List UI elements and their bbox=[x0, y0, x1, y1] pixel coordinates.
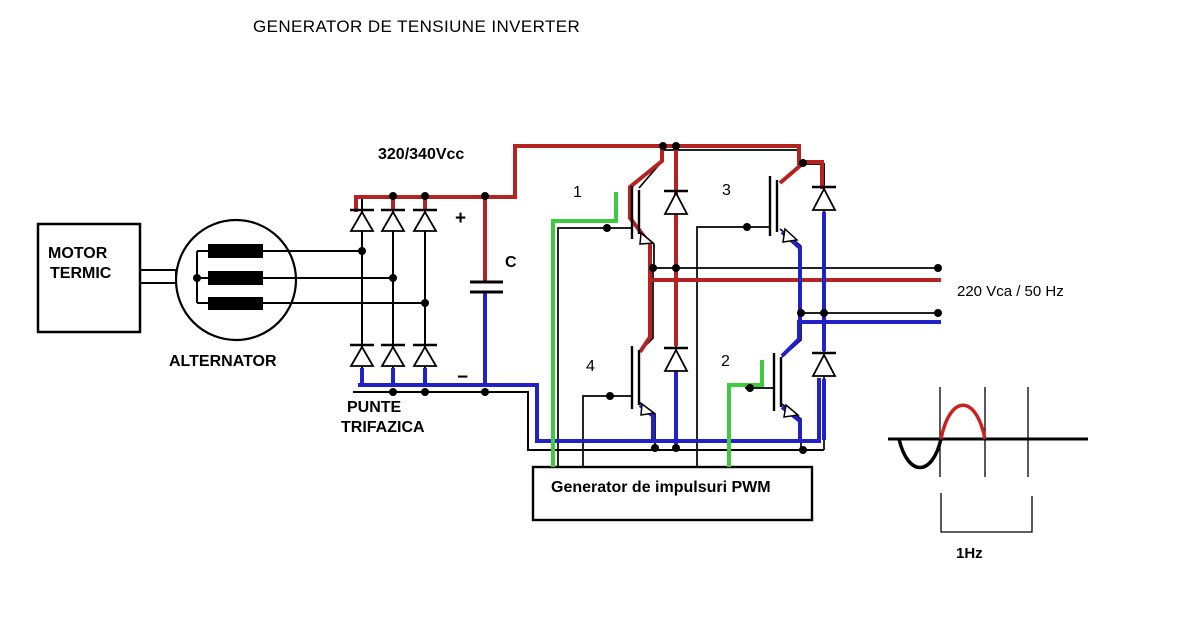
igbt4-label: 4 bbox=[586, 358, 595, 375]
pwm-box bbox=[531, 465, 814, 522]
labels: GENERATOR DE TENSIUNE INVERTER MOTOR TER… bbox=[48, 17, 1064, 562]
gate2-green bbox=[727, 360, 764, 467]
igbt3-icon bbox=[768, 176, 779, 236]
igbt3-label: 3 bbox=[722, 182, 731, 199]
minus-sign: − bbox=[457, 367, 468, 388]
igbt2-icon bbox=[772, 353, 783, 411]
diode-icon bbox=[380, 210, 406, 232]
diode-icon bbox=[412, 210, 438, 232]
leg-a-red-down bbox=[638, 279, 652, 354]
igbt1-icon bbox=[630, 186, 641, 239]
dc-minus-bus bbox=[358, 378, 821, 443]
page-title: GENERATOR DE TENSIUNE INVERTER bbox=[253, 17, 580, 36]
waveform-negative-half bbox=[897, 438, 943, 470]
diode-icon bbox=[663, 191, 689, 215]
inverter-diodes bbox=[663, 185, 837, 377]
igbt2-arrow-icon bbox=[783, 403, 800, 418]
igbt3-wires bbox=[696, 162, 804, 467]
alternator-windings bbox=[208, 244, 263, 310]
diode-icon bbox=[349, 345, 375, 367]
plus-sign: + bbox=[455, 208, 466, 229]
alternator-circle bbox=[174, 218, 298, 342]
rectifier-top-diodes bbox=[349, 208, 438, 232]
period-bracket bbox=[940, 493, 1033, 533]
freq-label: 1Hz bbox=[956, 545, 983, 562]
diode-icon bbox=[663, 348, 689, 372]
igbt1-label: 1 bbox=[573, 184, 582, 201]
diode-icon bbox=[349, 210, 375, 232]
blue-wires bbox=[358, 212, 941, 444]
igbt3-arrow-icon bbox=[782, 227, 799, 243]
igbt1-current-path bbox=[628, 147, 664, 281]
rectifier-bottom-diodes bbox=[349, 343, 438, 367]
pwm-label: Generator de impulsuri PWM bbox=[551, 479, 771, 496]
rectifier-label-line2: TRIFAZICA bbox=[341, 419, 425, 436]
alternator-label: ALTERNATOR bbox=[169, 353, 277, 370]
motor-label-line2: TERMIC bbox=[50, 265, 112, 282]
junction-dots bbox=[193, 142, 942, 454]
igbt3-emitter-blue bbox=[780, 230, 802, 321]
igbt4-icon bbox=[630, 346, 641, 409]
phase-input-lines bbox=[263, 250, 425, 304]
capacitor-label: C bbox=[505, 254, 517, 271]
igbt1-gate-wire bbox=[557, 227, 632, 467]
dc-bus-label: 320/340Vcc bbox=[378, 146, 464, 163]
black-wires bbox=[36, 143, 938, 522]
green-wires bbox=[551, 192, 764, 467]
diode-icon bbox=[412, 345, 438, 367]
dc-plus-bus bbox=[354, 144, 824, 212]
device-symbols bbox=[208, 176, 837, 418]
diode-icon bbox=[811, 187, 837, 211]
igbt2-current-path bbox=[780, 323, 802, 440]
waveform-positive-half bbox=[939, 403, 987, 440]
capacitor-icon bbox=[470, 280, 503, 294]
diode-icon bbox=[811, 353, 837, 377]
output-waveform bbox=[888, 387, 1088, 533]
igbt4-arrow-icon bbox=[640, 402, 656, 416]
igbt3-collector-red bbox=[778, 163, 803, 185]
motor-label-line1: MOTOR bbox=[48, 245, 108, 262]
igbt1-arrow-icon bbox=[639, 231, 655, 245]
rectifier-label-line1: PUNTE bbox=[347, 399, 402, 416]
igbt2-label: 2 bbox=[721, 353, 730, 370]
shaft bbox=[139, 269, 177, 284]
gate1-green bbox=[551, 192, 618, 467]
output-label: 220 Vca / 50 Hz bbox=[957, 283, 1064, 300]
diode-icon bbox=[380, 345, 406, 367]
